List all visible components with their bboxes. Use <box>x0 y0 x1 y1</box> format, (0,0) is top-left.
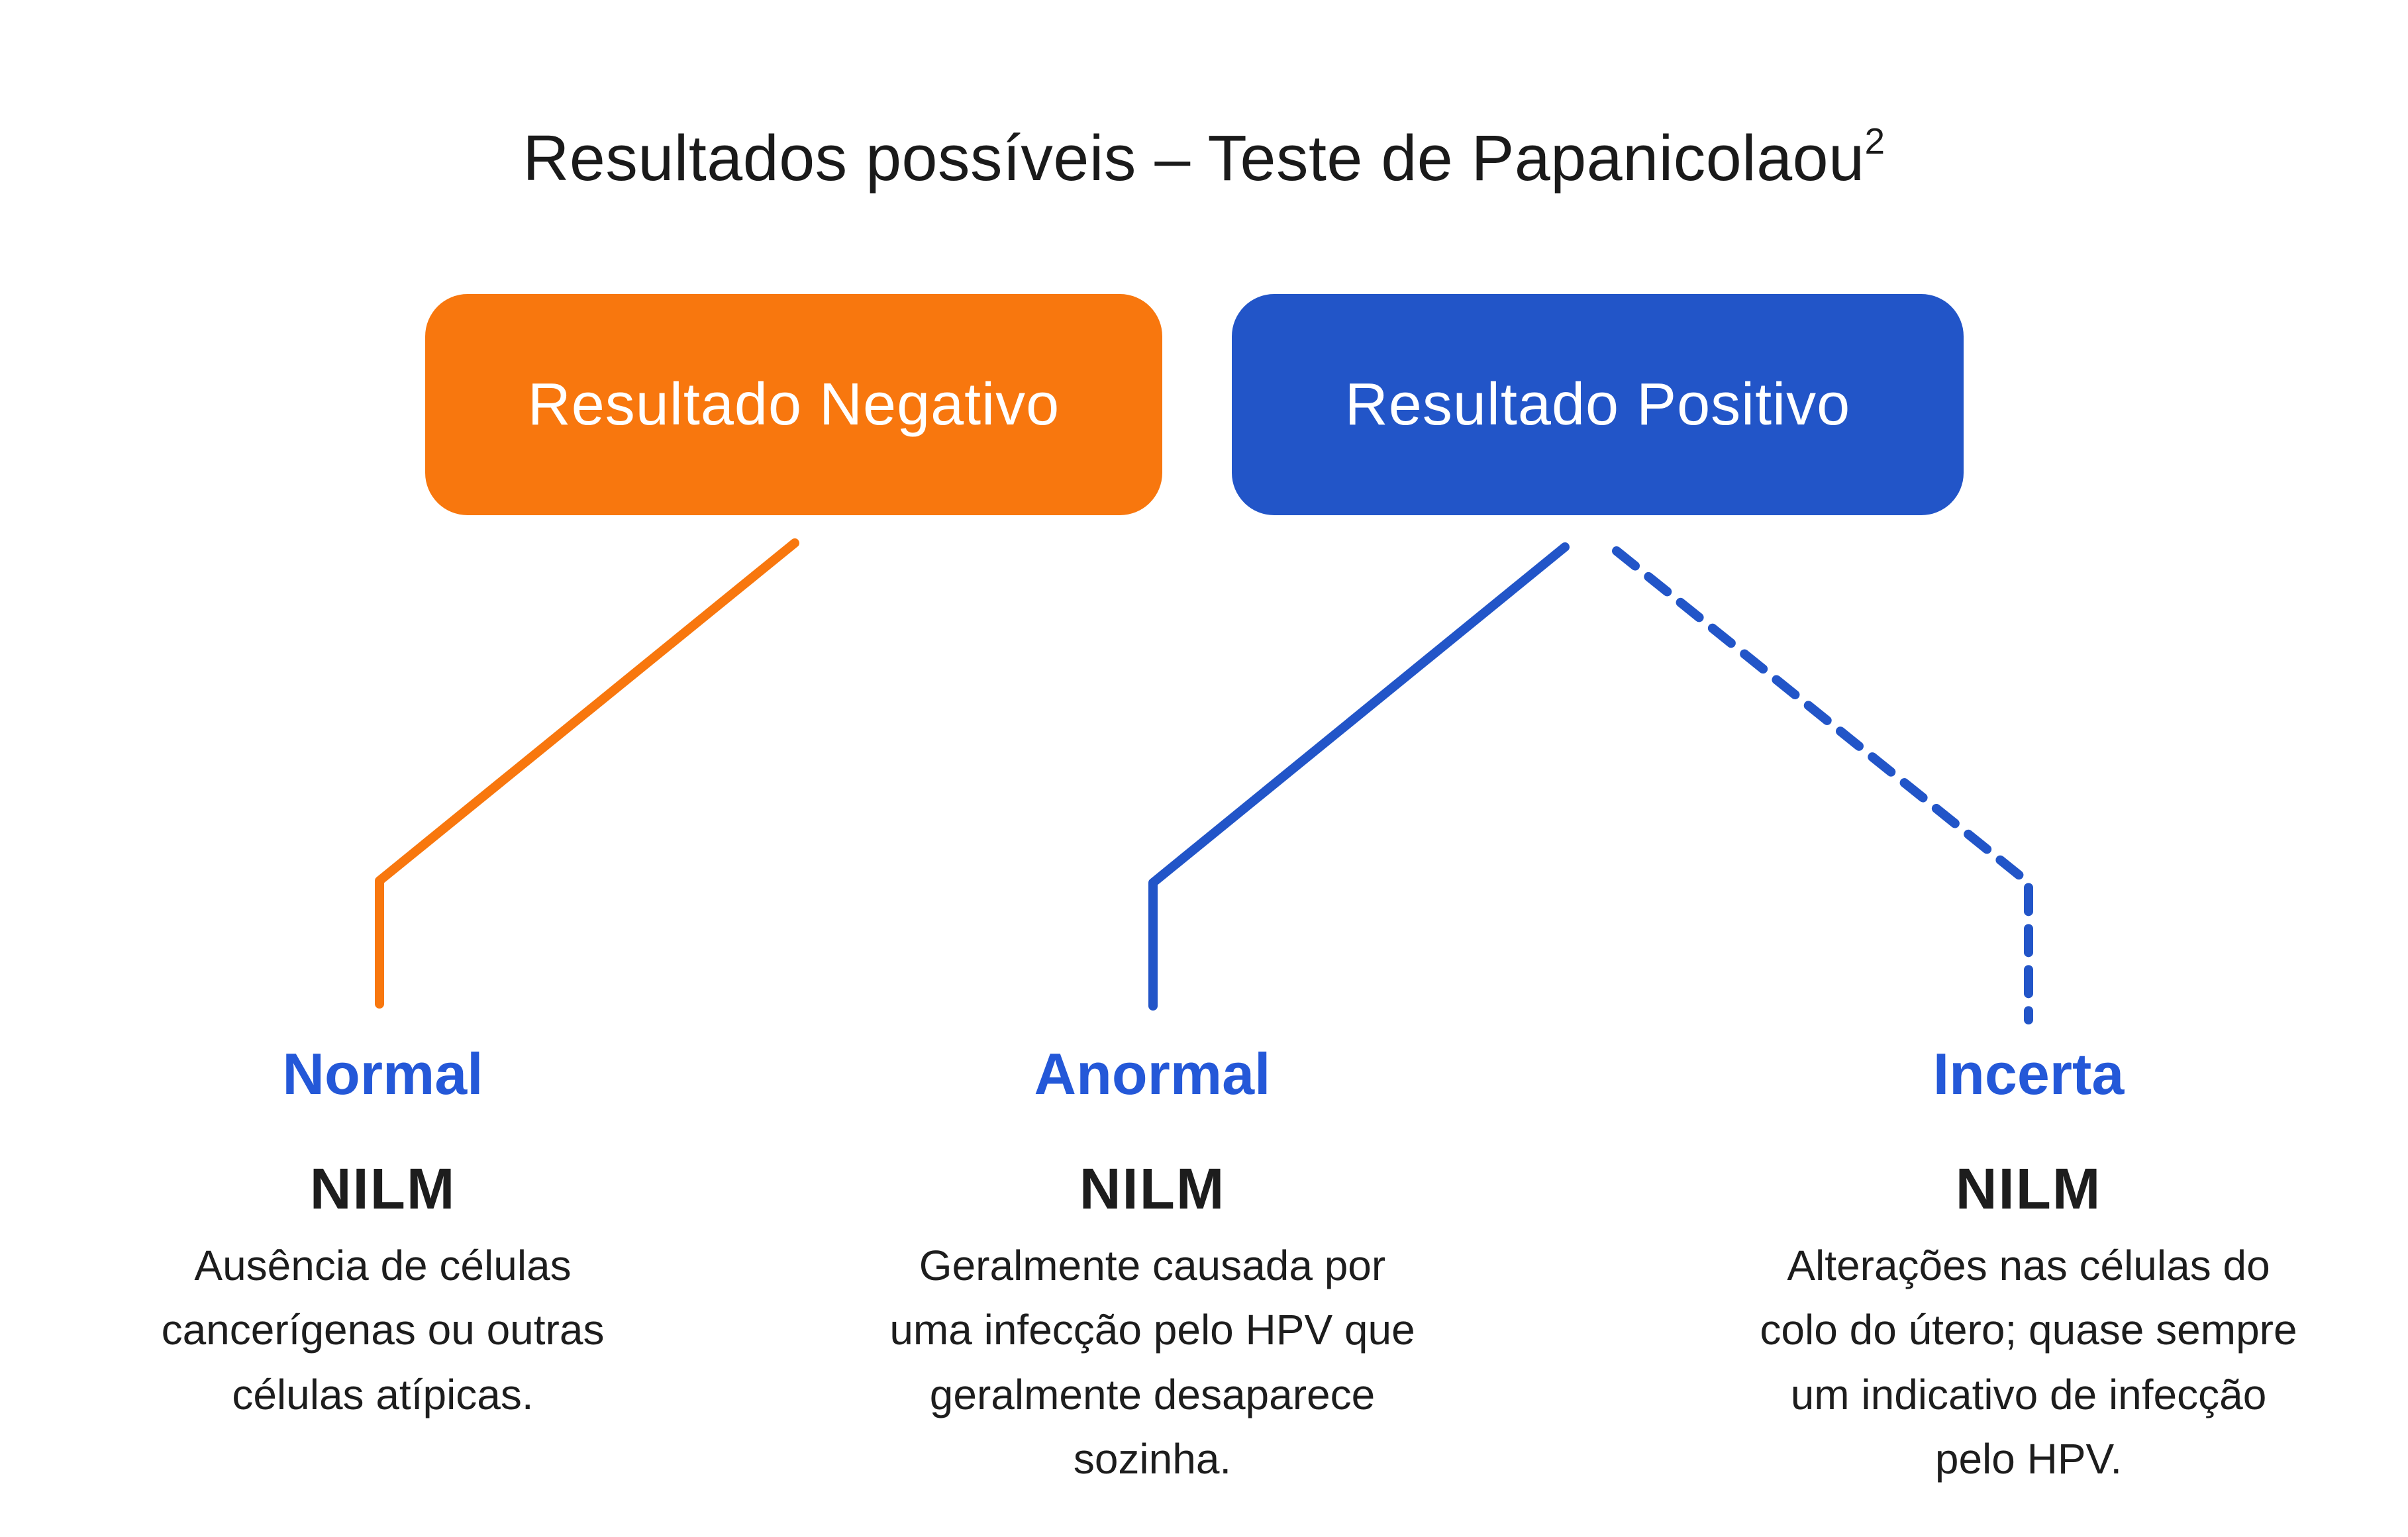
outcome-acronym-normal: NILM <box>309 1157 456 1221</box>
negative-result-label: Resultado Negativo <box>527 371 1060 438</box>
outcome-column-normal: Normal NILM Ausência de células canceríg… <box>52 1045 714 1427</box>
positive-result-label: Resultado Positivo <box>1344 371 1851 438</box>
connector-positive-to-incerta <box>1612 546 2033 1024</box>
positive-result-box: Resultado Positivo <box>1232 294 1964 515</box>
outcome-description-anormal: Geralmente causada por uma infecção pelo… <box>889 1242 1415 1483</box>
outcome-acronym-incerta: NILM <box>1955 1157 2102 1221</box>
outcome-label-incerta: Incerta <box>1932 1041 2125 1107</box>
outcome-column-anormal: Anormal NILM Geralmente causada por uma … <box>821 1045 1483 1491</box>
outcome-description-normal: Ausência de células cancerígenas ou outr… <box>161 1242 605 1418</box>
page-title-text: Resultados possíveis – Teste de Papanico… <box>523 122 1865 194</box>
connector-positive-to-anormal <box>1148 542 1570 1011</box>
outcome-acronym-anormal: NILM <box>1079 1157 1226 1221</box>
outcome-label-anormal: Anormal <box>1034 1041 1271 1107</box>
outcome-description-incerta: Alterações nas células do colo do útero;… <box>1760 1242 2297 1483</box>
page-title: Resultados possíveis – Teste de Papanico… <box>0 121 2408 195</box>
outcome-label-normal: Normal <box>282 1041 483 1107</box>
negative-result-box: Resultado Negativo <box>425 294 1162 515</box>
connector-negative-to-normal <box>375 538 799 1009</box>
title-superscript: 2 <box>1864 121 1885 162</box>
outcome-column-incerta: Incerta NILM Alterações nas células do c… <box>1678 1045 2380 1491</box>
